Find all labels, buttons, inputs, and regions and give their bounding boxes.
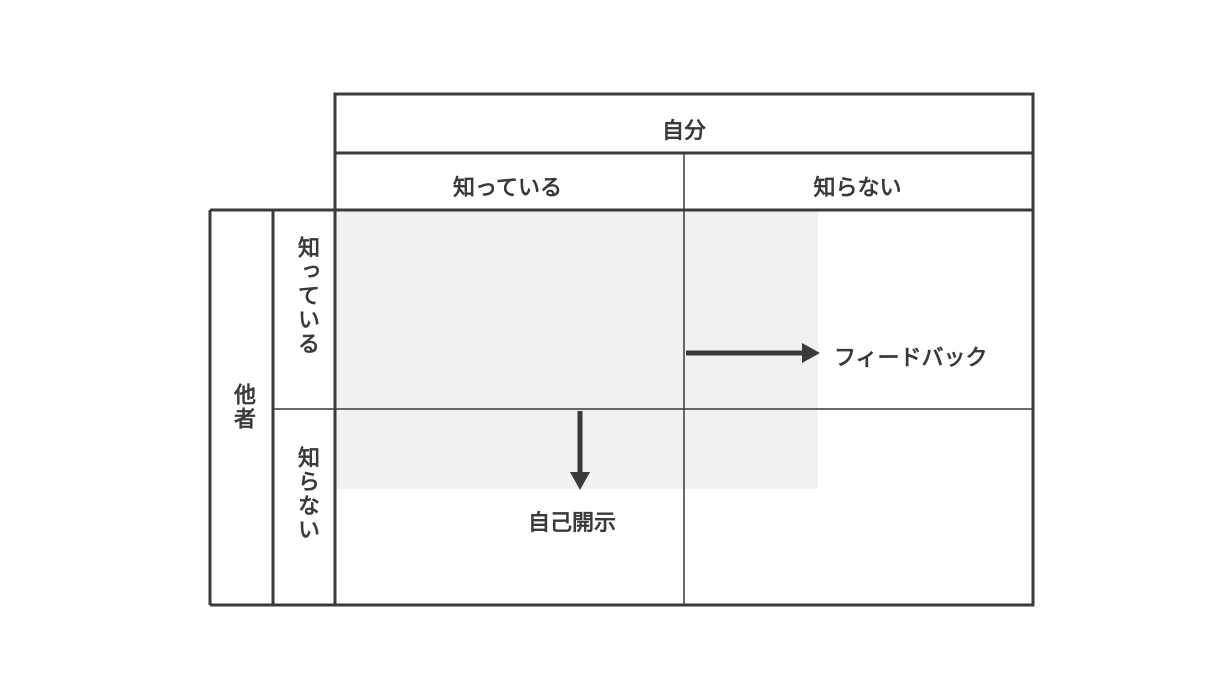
grid-lines	[273, 153, 1033, 605]
header-known-label: 知っている	[453, 176, 562, 201]
expanded-open-area	[336, 211, 818, 489]
header-self-label: 自分	[661, 119, 706, 144]
side-known-label: 知っている	[294, 236, 319, 356]
side-others-label: 他者	[230, 383, 255, 431]
side-unknown-label: 知らない	[294, 446, 319, 542]
header-unknown-label: 知らない	[813, 176, 902, 201]
feedback-label: フィードバック	[834, 346, 988, 371]
self-disclosure-arrow	[570, 411, 590, 490]
self-disclosure-label: 自己開示	[528, 511, 617, 536]
feedback-arrow	[686, 343, 820, 363]
